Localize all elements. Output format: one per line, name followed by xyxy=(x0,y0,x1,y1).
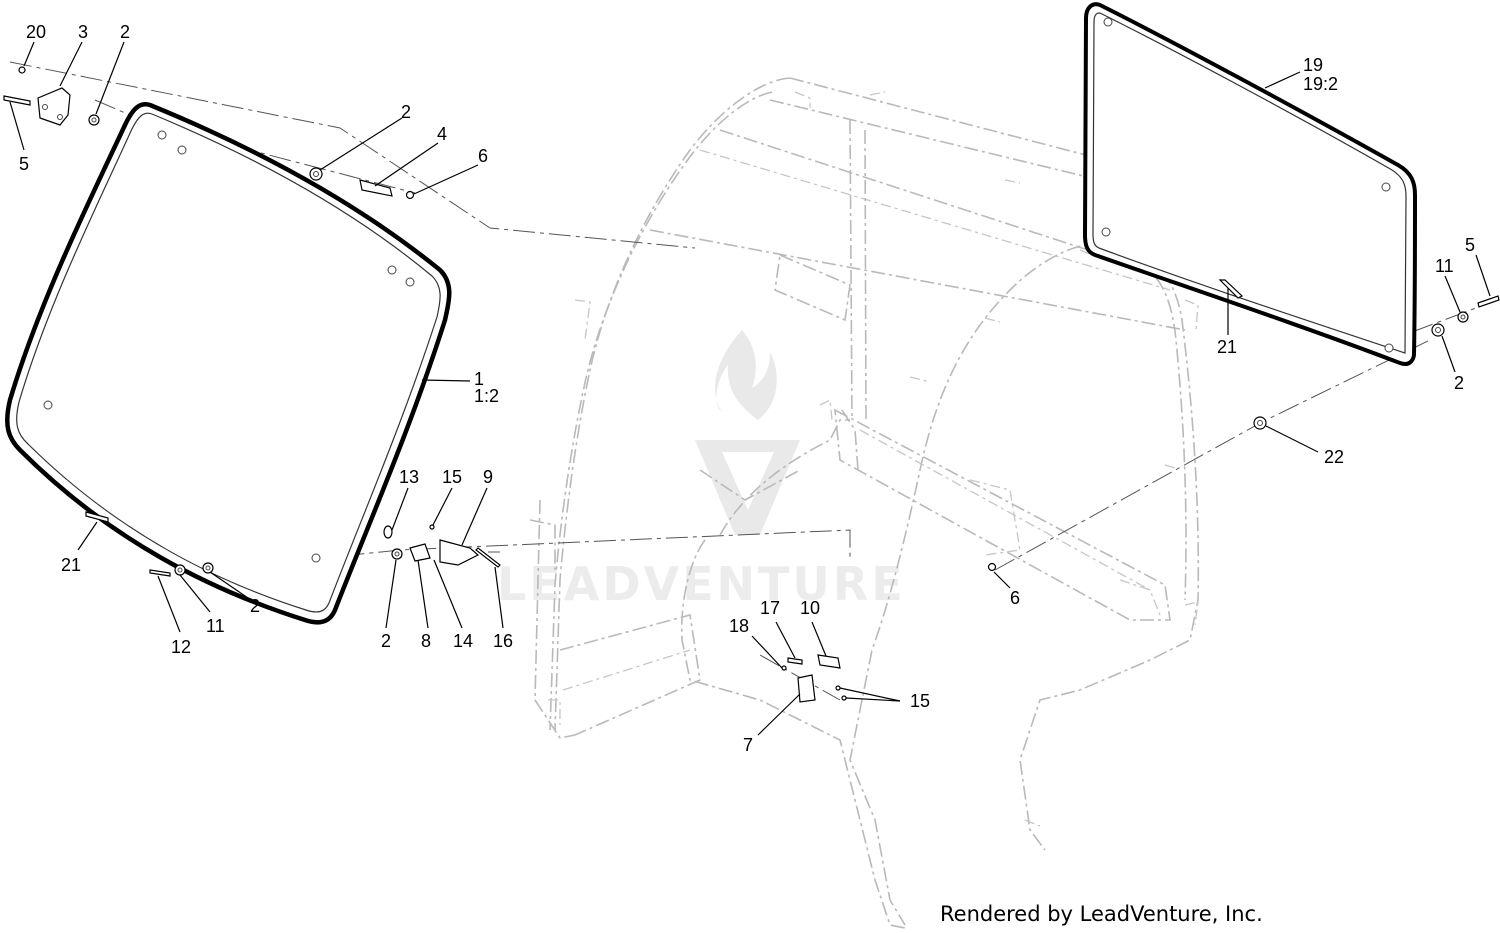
leadventure-watermark: LEADVENTURE xyxy=(497,330,906,611)
callout-12: 12 xyxy=(171,637,191,657)
callout-13: 13 xyxy=(399,467,419,487)
bracket-7 xyxy=(797,674,816,703)
windshield-glass xyxy=(5,102,452,625)
windshield-seal xyxy=(5,102,452,625)
callout-labels: 20 3 2 5 2 4 6 1 1:2 21 13 15 9 2 11 12 … xyxy=(19,22,1475,755)
v-logo-icon xyxy=(695,440,800,535)
callout-4: 4 xyxy=(437,124,447,144)
callout-15: 15 xyxy=(442,467,462,487)
callout-11: 11 xyxy=(206,616,225,636)
callout-10: 10 xyxy=(800,598,820,618)
callout-3: 3 xyxy=(78,22,88,42)
rear-glass xyxy=(1082,2,1418,366)
callout-5: 5 xyxy=(1465,235,1475,255)
callout-22: 22 xyxy=(1324,447,1344,467)
callout-2: 2 xyxy=(1454,373,1464,393)
callout-11: 11 xyxy=(1435,256,1454,276)
callout-21: 21 xyxy=(1217,337,1237,357)
callout-2: 2 xyxy=(401,102,411,122)
callout-2: 2 xyxy=(250,596,260,616)
callout-20: 20 xyxy=(26,22,46,42)
callout-2: 2 xyxy=(381,631,391,651)
credit-text: Rendered by LeadVenture, Inc. xyxy=(940,902,1263,926)
callout-5: 5 xyxy=(19,154,29,174)
callout-6: 6 xyxy=(1010,588,1020,608)
callout-14: 14 xyxy=(453,631,473,651)
callout-9: 9 xyxy=(483,467,493,487)
callout-17: 17 xyxy=(760,598,780,618)
plate-4 xyxy=(359,179,393,197)
callout-16: 16 xyxy=(493,631,513,651)
callout-21: 21 xyxy=(61,555,81,575)
callout-6: 6 xyxy=(478,146,488,166)
callout-19-2: 19:2 xyxy=(1303,74,1338,94)
screw-20 xyxy=(18,66,26,74)
bolt-5-left xyxy=(3,95,31,106)
leader-lines xyxy=(9,41,1491,736)
callout-1: 1 xyxy=(474,369,484,389)
callout-15: 15 xyxy=(910,691,930,711)
rear-glass-seal xyxy=(1082,2,1418,366)
callout-8: 8 xyxy=(421,631,431,651)
flame-icon xyxy=(714,330,777,420)
callout-19: 19 xyxy=(1303,55,1323,75)
callout-7: 7 xyxy=(743,735,753,755)
callout-2: 2 xyxy=(120,22,130,42)
callout-1-2: 1:2 xyxy=(474,386,499,406)
watermark-text: LEADVENTURE xyxy=(497,557,906,611)
latch-9 xyxy=(439,539,480,566)
callout-18: 18 xyxy=(729,616,749,636)
